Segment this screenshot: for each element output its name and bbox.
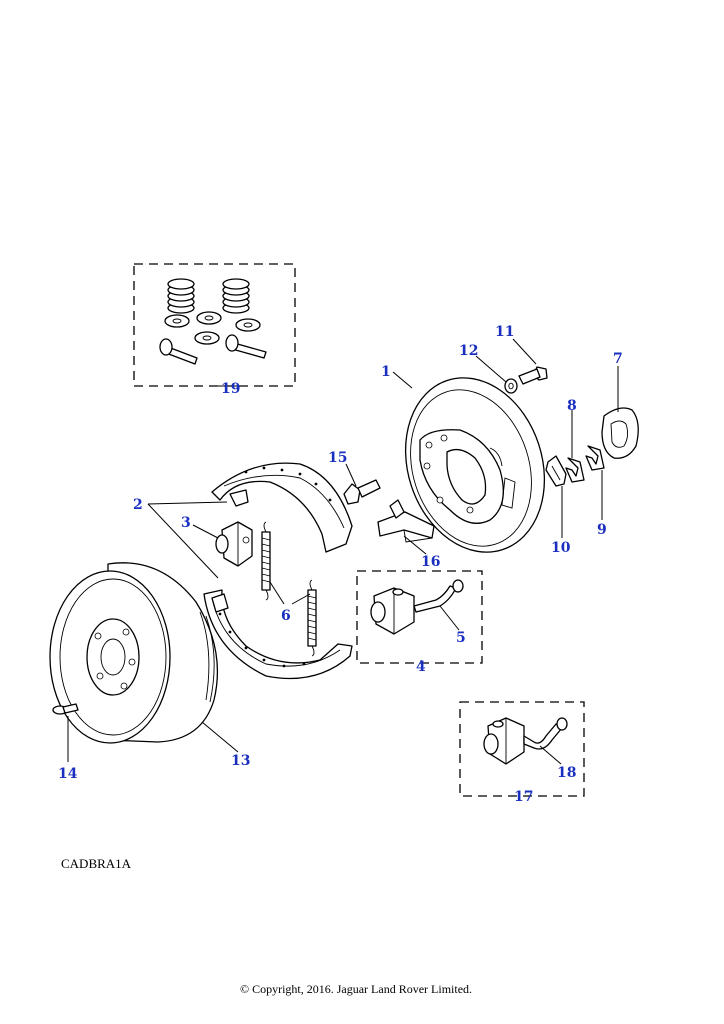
leader-lines (67, 338, 619, 765)
brake-drum (49, 562, 219, 744)
callout-7: 7 (613, 351, 623, 367)
hold-down-spring-left (167, 278, 195, 314)
callout-1: 1 (381, 364, 391, 380)
hold-down-pin-left (159, 338, 198, 365)
wheel-cylinder-3 (215, 521, 253, 567)
wheel-cylinder-kit-group (356, 570, 483, 664)
callout-13: 13 (231, 753, 250, 769)
bolt-15 (343, 479, 381, 505)
callout-14: 14 (58, 766, 78, 782)
copyright-notice: © Copyright, 2016. Jaguar Land Rover Lim… (239, 982, 473, 996)
return-spring-lower (307, 579, 317, 657)
callout-3: 3 (181, 515, 191, 531)
callout-15: 15 (328, 450, 347, 466)
diagram-reference-code: CADBRA1A (61, 856, 132, 871)
callout-17: 17 (514, 789, 533, 805)
callout-8: 8 (567, 398, 577, 414)
wheel-cylinder-kit-group-alt (459, 701, 585, 797)
drum-screw-14 (52, 703, 79, 715)
callout-5: 5 (456, 630, 466, 646)
retaining-clip-10 (545, 455, 567, 487)
hold-down-pin-right (225, 334, 267, 359)
callout-18: 18 (557, 765, 576, 781)
callout-16: 16 (421, 554, 440, 570)
hold-down-washers (164, 311, 261, 345)
callout-10: 10 (551, 540, 571, 556)
washer-12 (504, 378, 518, 394)
return-spring-upper (261, 521, 271, 601)
backing-plate (404, 377, 546, 553)
hold-down-kit-group (133, 263, 296, 387)
callout-9: 9 (597, 522, 607, 538)
callout-11: 11 (495, 324, 514, 340)
callout-19: 19 (221, 381, 240, 397)
retaining-clip-9 (585, 445, 605, 471)
brake-shoe-lower (203, 589, 353, 680)
hold-down-spring-right (222, 278, 250, 314)
callout-12: 12 (459, 343, 478, 359)
bolt-11 (518, 366, 548, 385)
dust-cover-7 (601, 407, 639, 459)
callout-2: 2 (133, 497, 143, 513)
retaining-clip-8 (565, 457, 585, 483)
brake-shoe-upper (211, 462, 353, 553)
abutment-block (377, 499, 435, 543)
callout-labels: 1 2 3 4 5 6 7 8 9 10 11 12 13 14 15 16 1… (58, 324, 623, 805)
callout-4: 4 (416, 659, 426, 675)
callout-6: 6 (281, 608, 291, 624)
